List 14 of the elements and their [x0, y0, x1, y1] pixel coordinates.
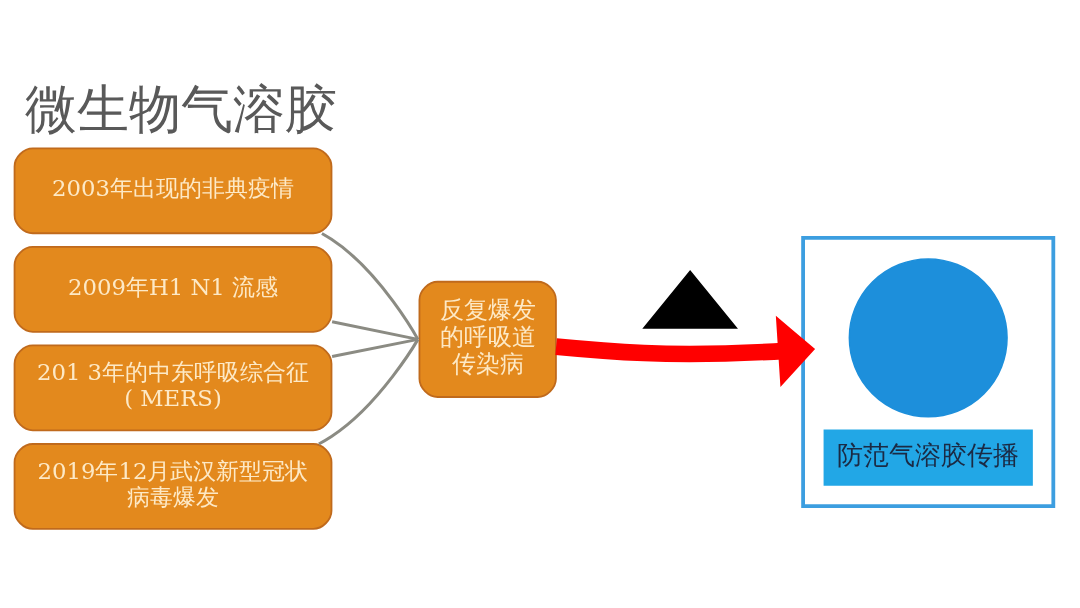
node-box: 反复爆发的呼吸道传染病 — [418, 280, 557, 398]
node-triangle — [642, 269, 738, 329]
arrow — [555, 315, 816, 387]
node-box: 2019年12月武汉新型冠状病毒爆发 — [13, 442, 333, 530]
connector — [318, 338, 420, 445]
diagram-title: 微生物气溶胶 — [24, 78, 337, 139]
node-circle — [848, 257, 1008, 417]
node-box: 2003年出现的非典疫情 — [13, 146, 333, 234]
connector — [331, 319, 419, 341]
connector — [321, 231, 420, 340]
node-box: 201 3年的中东呼吸综合征( MERS) — [13, 344, 333, 431]
node-box: 2009年H1 N1 流感 — [13, 245, 333, 333]
node-box: 防范气溶胶传播 — [823, 429, 1033, 486]
connector — [331, 337, 419, 358]
